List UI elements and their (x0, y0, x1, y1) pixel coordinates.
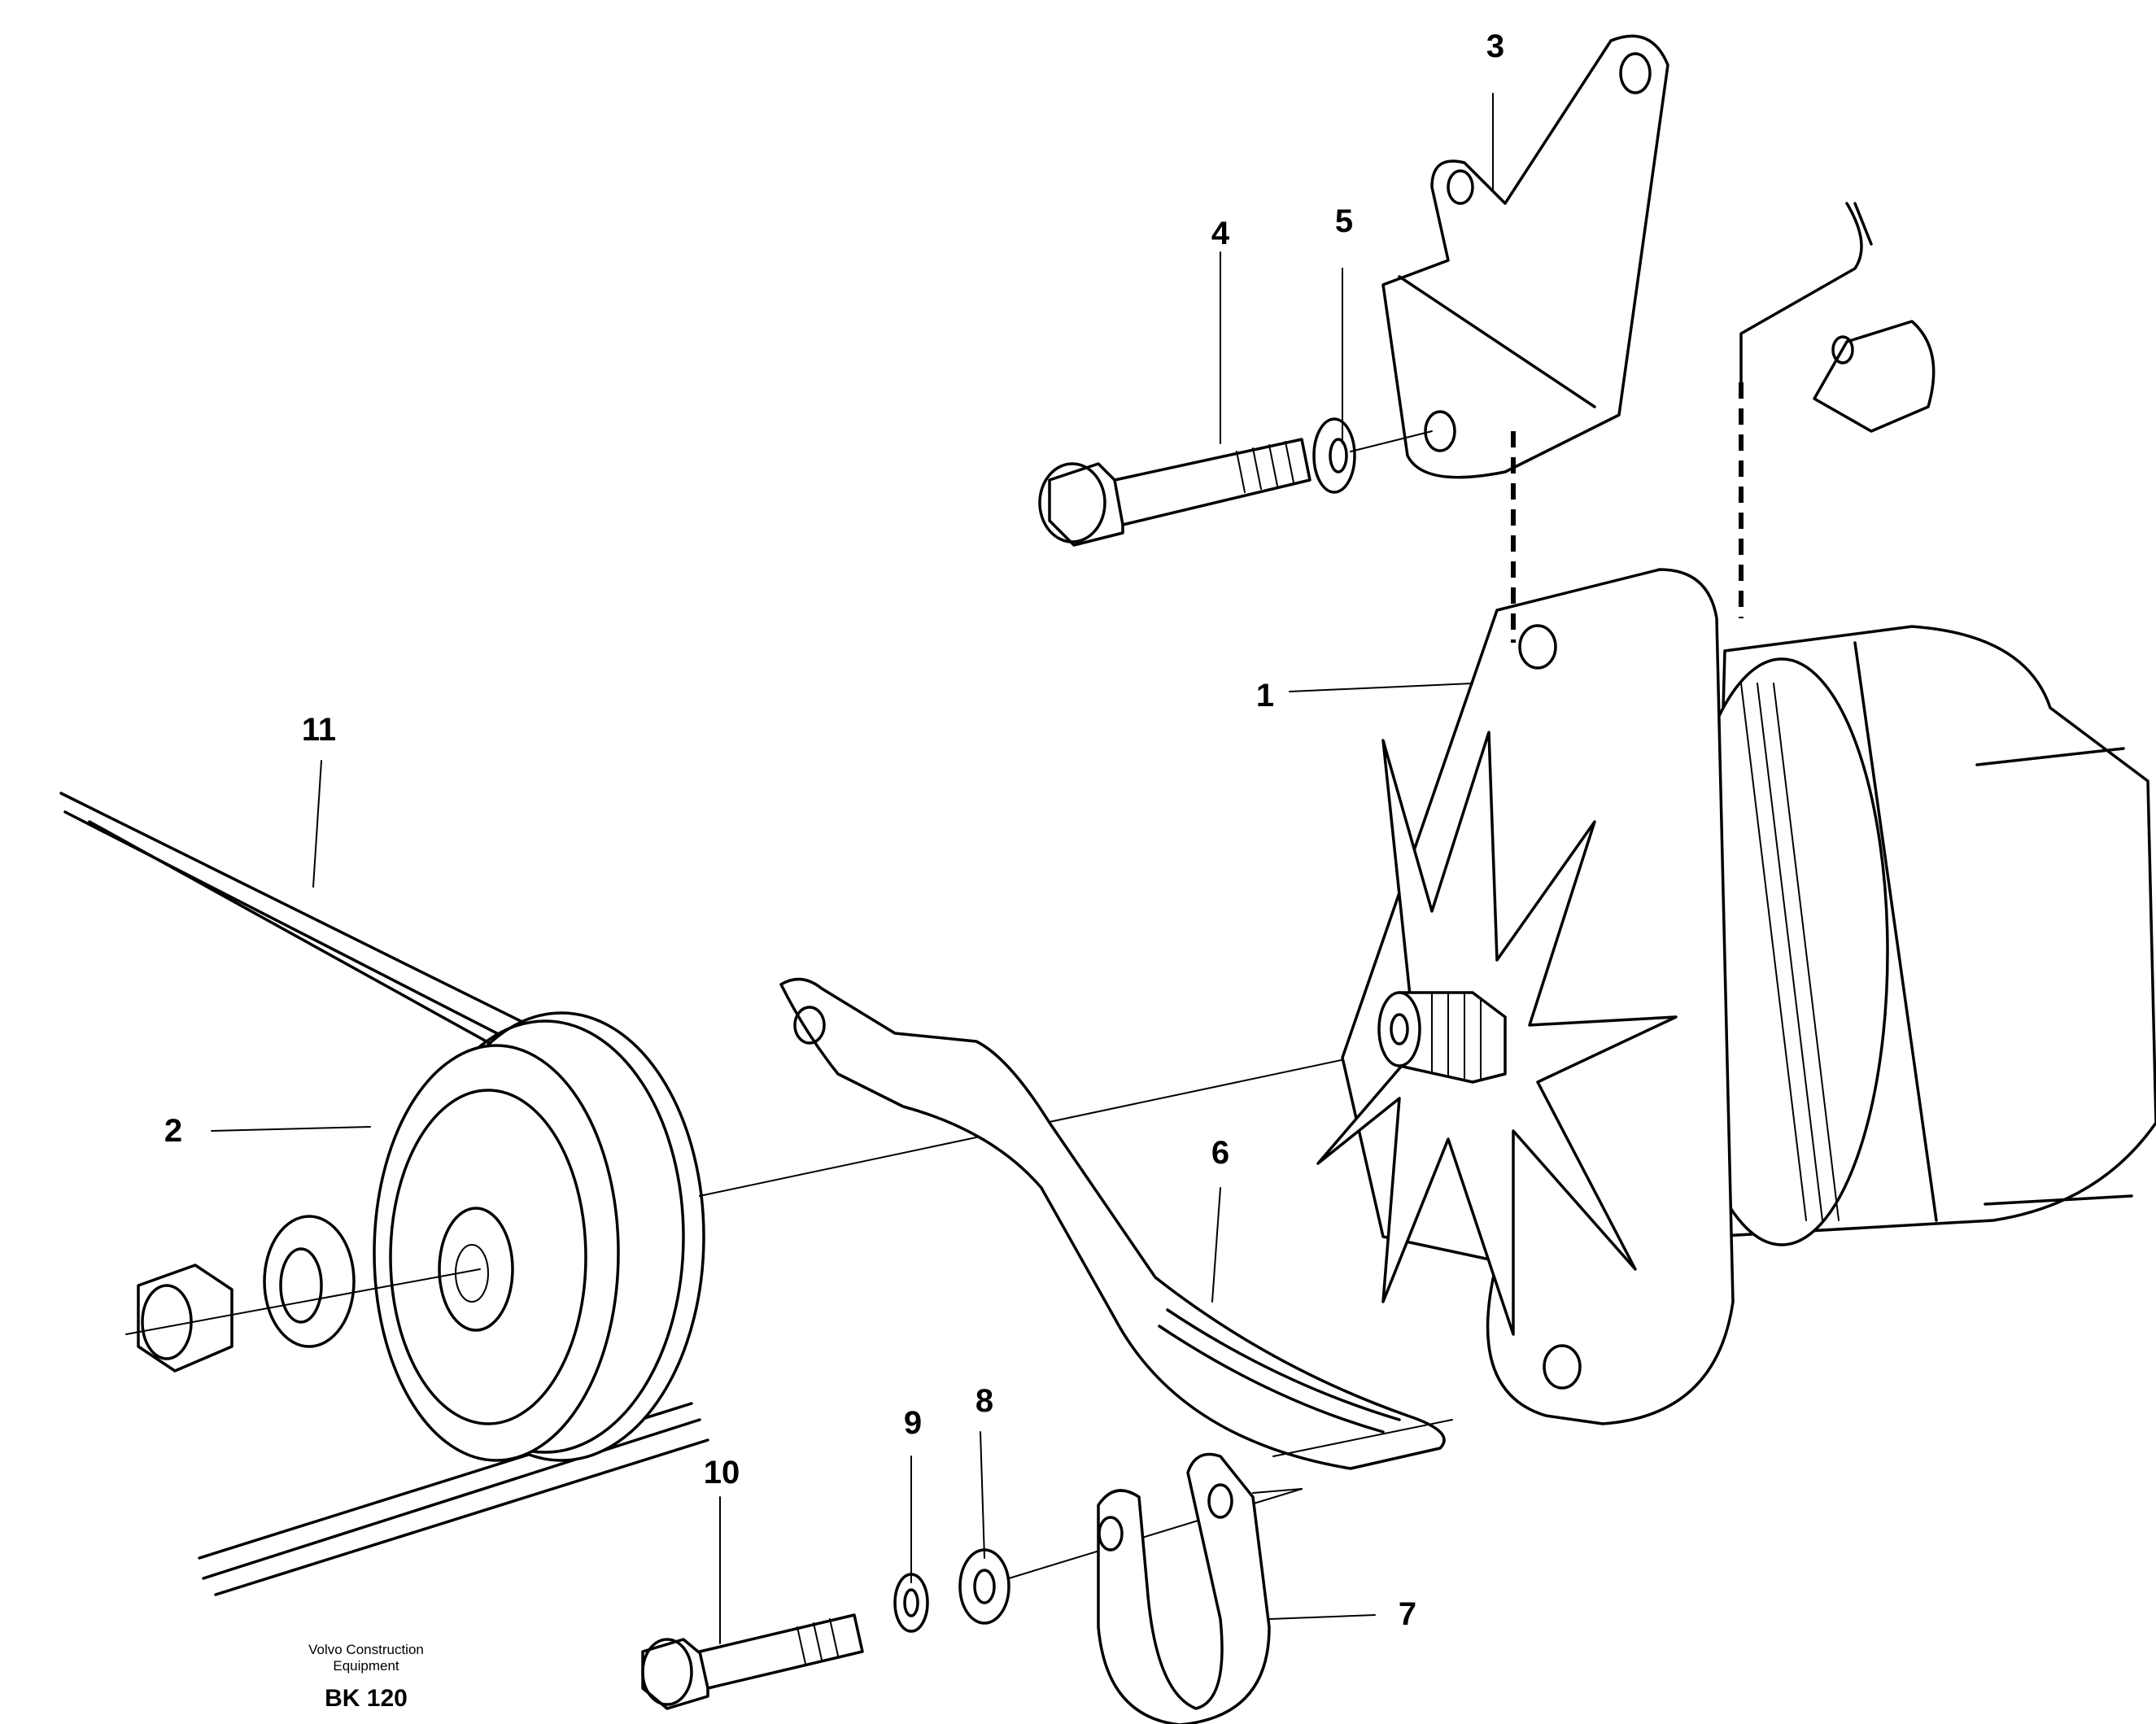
company-line-1: Volvo Construction (308, 1642, 424, 1657)
callout-9: 9 (904, 1405, 922, 1441)
company-line-2: Equipment (333, 1658, 399, 1674)
drawing-code: BK 120 (325, 1685, 408, 1712)
callout-1: 1 (1256, 678, 1274, 714)
pulley-nut (137, 1215, 356, 1373)
callout-11: 11 (302, 712, 336, 748)
callout-3: 3 (1486, 28, 1504, 64)
engine-mount (1739, 202, 1936, 433)
leader-lines (211, 93, 1494, 1644)
callout-2: 2 (164, 1113, 182, 1149)
callout-4: 4 (1211, 216, 1230, 251)
upper-lock-washer (1312, 417, 1356, 494)
tensioner-arm (779, 977, 1446, 1470)
upper-bracket (1381, 34, 1669, 479)
alternator (1316, 568, 2156, 1425)
callout-8: 8 (975, 1383, 993, 1419)
lower-bolt (641, 1613, 864, 1710)
lower-washer (958, 1548, 1010, 1625)
callout-10: 10 (704, 1455, 740, 1490)
v-belt (59, 792, 709, 1596)
callout-7: 7 (1399, 1596, 1416, 1632)
callout-5: 5 (1335, 203, 1353, 239)
callout-labels: 1 2 3 4 5 6 7 8 9 10 11 (164, 28, 1504, 1632)
upper-bolt (1038, 438, 1311, 547)
callout-6: 6 (1211, 1135, 1229, 1171)
pulley (373, 1011, 705, 1462)
drawing-credit: Volvo Construction Equipment BK 120 (244, 1642, 488, 1712)
lower-bracket (1097, 1452, 1271, 1724)
